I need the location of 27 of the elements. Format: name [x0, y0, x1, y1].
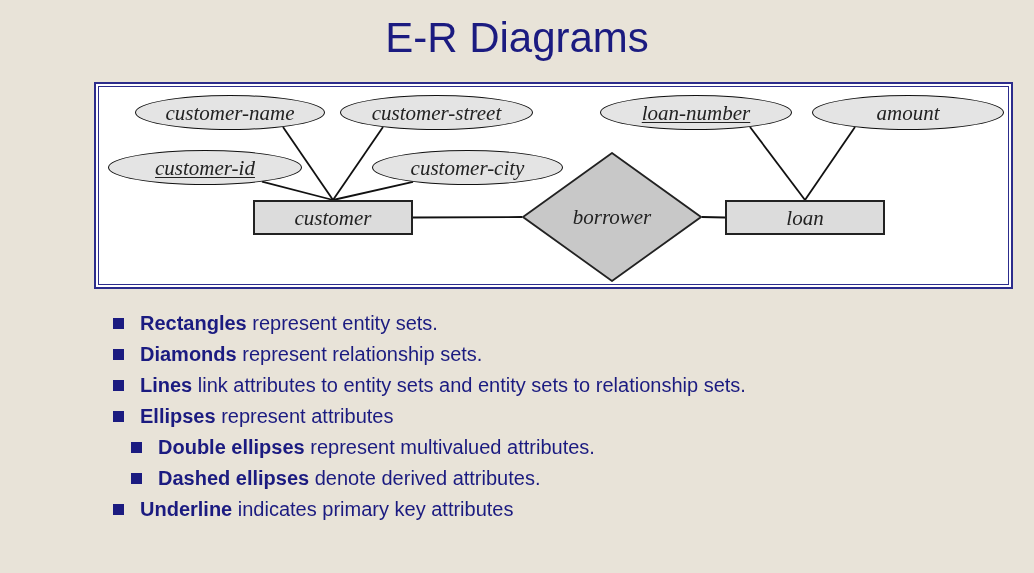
connector-line	[749, 126, 806, 201]
connector-line	[282, 126, 334, 201]
connector-line	[804, 126, 856, 201]
bullet-text: Diamonds represent relationship sets.	[140, 343, 483, 366]
connector-line	[261, 180, 334, 201]
entity-rectangle	[725, 200, 885, 235]
slide-title: E-R Diagrams	[385, 13, 649, 63]
connector-line	[332, 126, 384, 201]
connector-line	[701, 216, 726, 219]
node-label: borrower	[572, 205, 652, 229]
bullet-text: Dashed ellipses denote derived attributes.	[158, 467, 541, 490]
key-attribute-label: loan-number	[641, 100, 751, 125]
key-attribute-label: customer-id	[155, 155, 255, 180]
node-label: customer-city	[410, 155, 525, 180]
node-label: amount	[876, 100, 940, 125]
node-label: customer	[294, 205, 372, 230]
node-label: customer-street	[371, 100, 502, 125]
bullet-text: Lines link attributes to entity sets and entity sets to relationship sets.	[140, 374, 746, 397]
bullet-text: Ellipses represent attributes	[140, 405, 394, 428]
entity-rectangle	[253, 200, 413, 235]
bullet-text: Rectangles represent entity sets.	[140, 312, 438, 335]
node-label: loan	[786, 205, 824, 230]
bullet-text: Underline indicates primary key attributes	[140, 498, 514, 521]
connector-line	[412, 216, 523, 219]
node-label: customer-name	[165, 100, 295, 125]
connector-line	[332, 180, 414, 201]
bullet-text: Double ellipses represent multivalued attributes.	[158, 436, 595, 459]
